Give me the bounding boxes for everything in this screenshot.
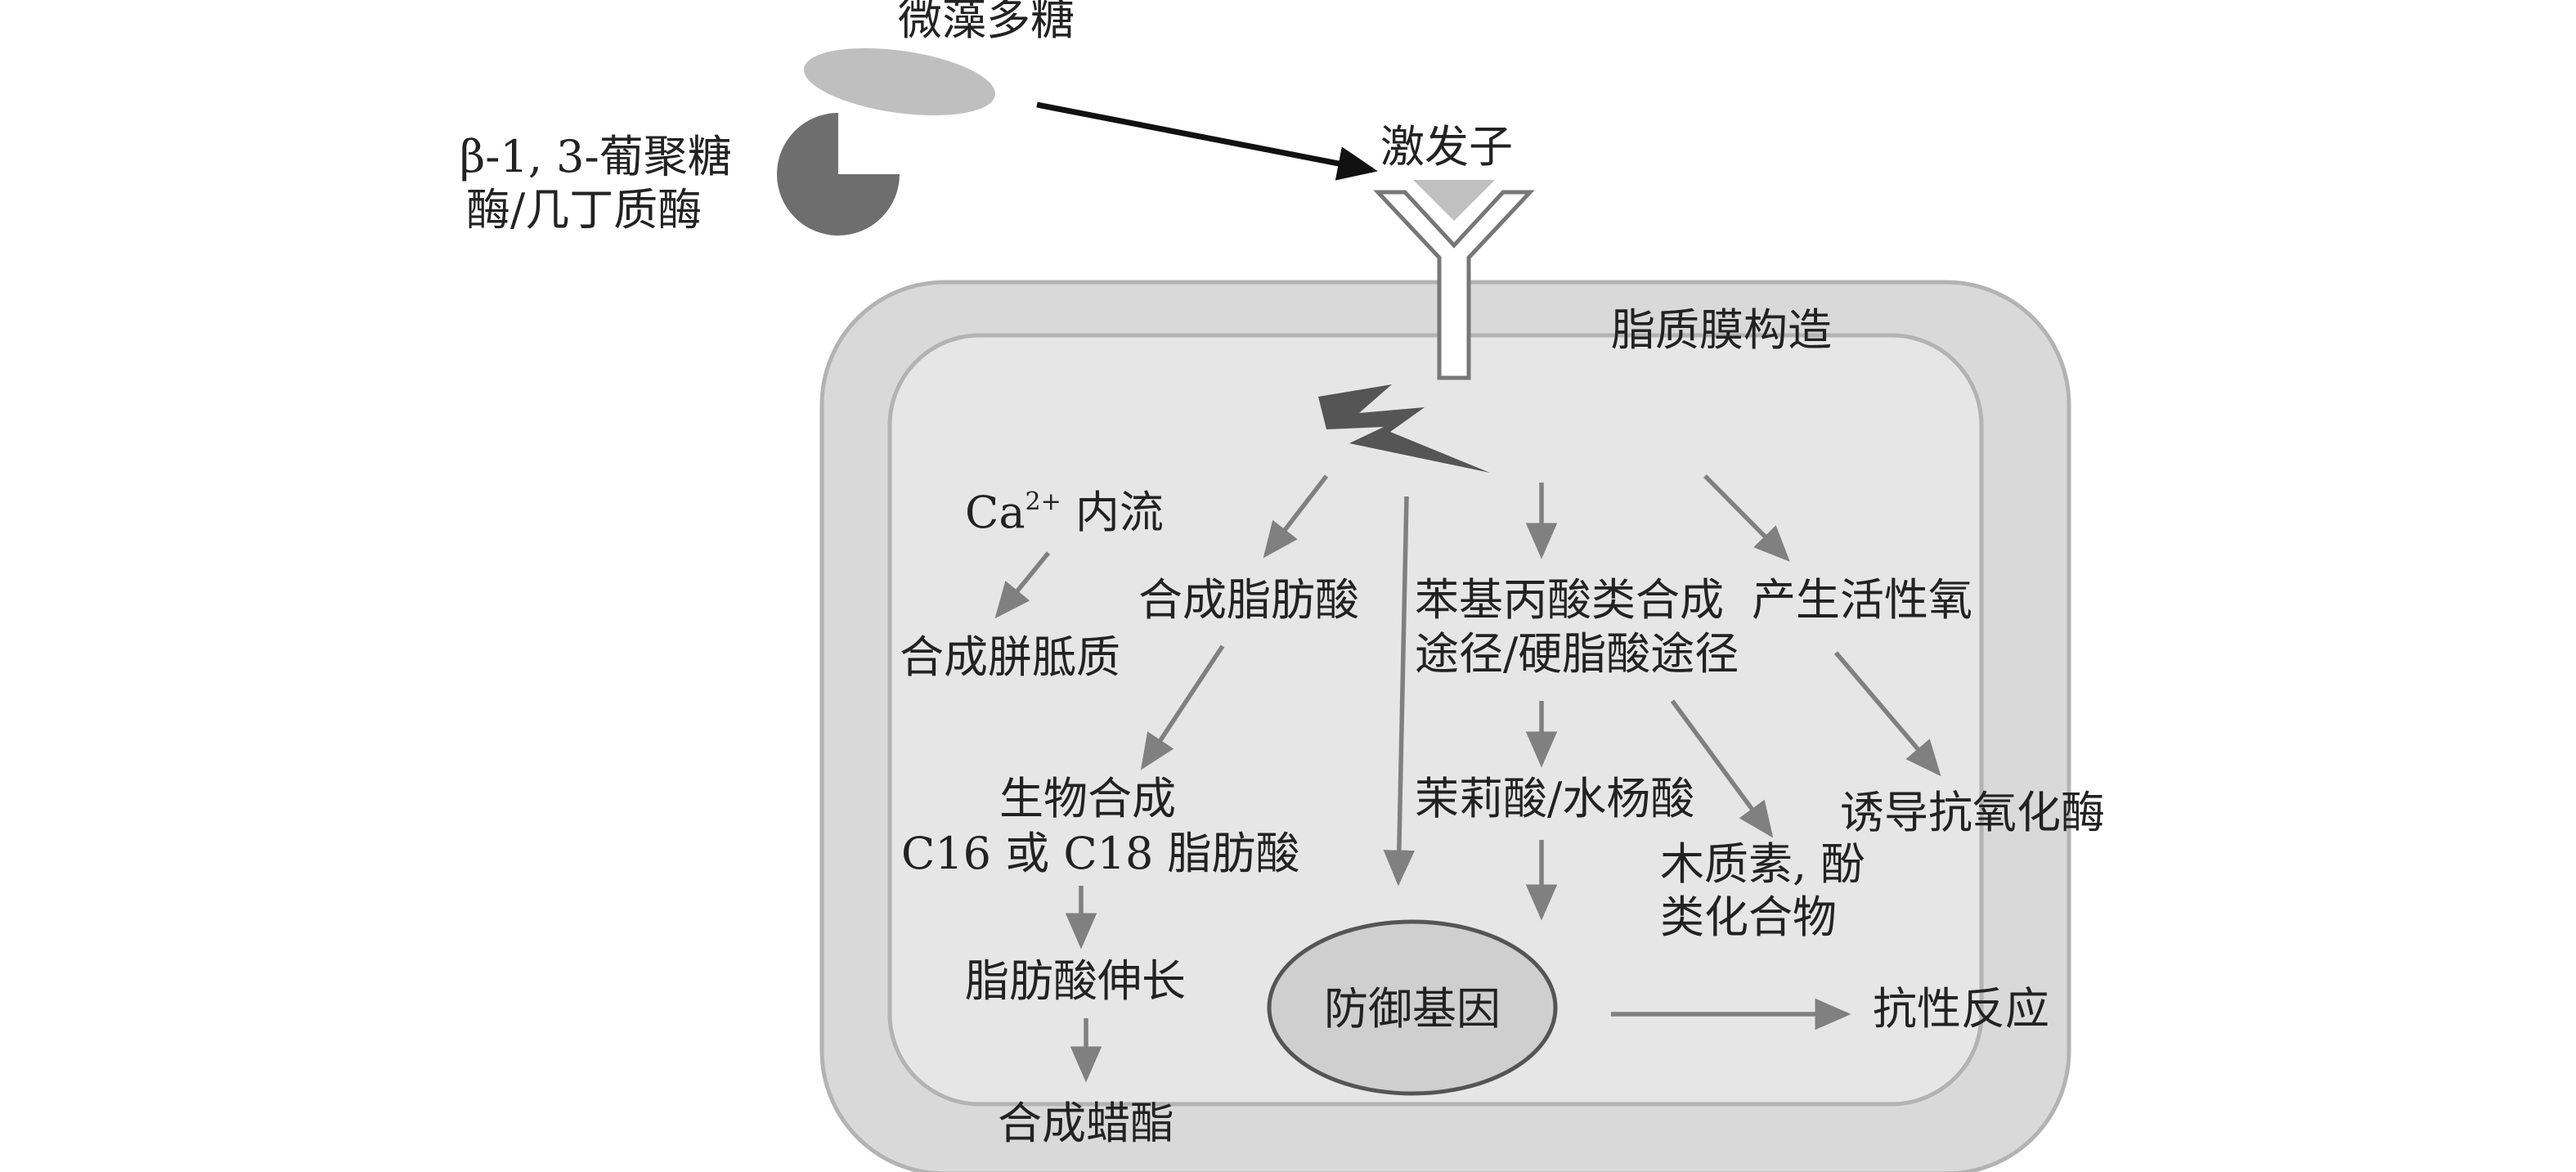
label-enzyme-line1: β-1, 3-葡聚糖 <box>460 131 732 182</box>
pathway-arrows <box>994 474 1941 1083</box>
label-elicitor: 激发子 <box>1380 121 1513 173</box>
defense-gene-ellipse <box>1267 919 1558 1096</box>
arrow-signal-to-ros <box>1703 474 1790 562</box>
elicitor-arrow <box>1036 101 1378 181</box>
label-biosynthesis-line1: 生物合成 <box>999 773 1176 824</box>
label-ca-suffix: 内流 <box>1061 487 1164 538</box>
label-lipid-membrane: 脂质膜构造 <box>1611 304 1832 356</box>
lightning-bolt-icon <box>1318 384 1490 473</box>
arrow-ca-to-callose <box>994 551 1051 619</box>
label-induce-antioxidant: 诱导抗氧化酶 <box>1840 787 2105 838</box>
label-fatty-acid-elongation: 脂肪酸伸长 <box>965 955 1186 1007</box>
label-resistance-response: 抗性反应 <box>1873 983 2049 1035</box>
label-lignin-line2: 类化合物 <box>1660 891 1837 943</box>
arrow-phenylpropanoid-to-lignin <box>1670 699 1774 838</box>
y-shaped-receptor <box>1373 190 1535 380</box>
arrow-signal-to-defense-gene <box>1383 496 1416 887</box>
label-produce-ros: 产生活性氧 <box>1752 574 1972 626</box>
arrow-ros-to-antioxidant <box>1833 651 1941 777</box>
label-ca-influx: Ca2+ 内流 <box>965 487 1164 538</box>
label-phenylpropanoid-line2: 途径/硬脂酸途径 <box>1415 628 1739 680</box>
label-enzyme-line2: 酶/几丁质酶 <box>466 184 702 236</box>
arrow-fatty-acid-to-biosynthesis <box>1140 644 1225 770</box>
label-synthesize-callose: 合成胼胝质 <box>900 631 1120 683</box>
label-ca-superscript: 2+ <box>1025 487 1061 516</box>
label-synthesize-wax: 合成蜡酯 <box>998 1098 1174 1149</box>
polysaccharide-shape <box>804 47 995 116</box>
label-defense-gene: 防御基因 <box>1324 983 1501 1035</box>
lipid-membrane <box>887 333 1984 1107</box>
label-microalgae-polysaccharide: 微藻多糖 <box>898 0 1075 45</box>
label-jasmonic-salicylic: 茉莉酸/水杨酸 <box>1415 773 1694 824</box>
label-biosynthesis-line2: C16 或 C18 脂肪酸 <box>901 828 1300 879</box>
label-lignin-line1: 木质素, 酚 <box>1660 838 1865 890</box>
arrow-signal-to-fatty-acid <box>1263 474 1329 559</box>
label-phenylpropanoid-line1: 苯基丙酸类合成 <box>1415 574 1724 626</box>
label-synthesize-fatty-acid: 合成脂肪酸 <box>1138 574 1359 626</box>
elicitor-triangle <box>1413 180 1495 221</box>
enzyme-shape <box>777 113 900 236</box>
label-ca-prefix: Ca <box>965 487 1025 538</box>
